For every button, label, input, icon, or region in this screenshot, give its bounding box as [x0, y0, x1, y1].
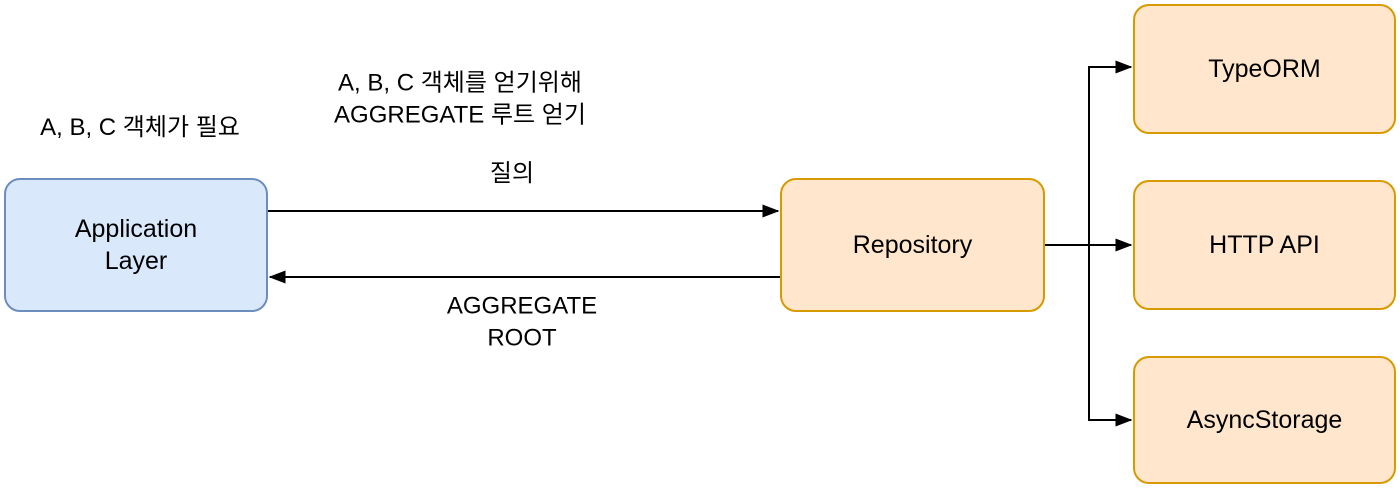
- label-need-objects: A, B, C 객체가 필요: [40, 113, 240, 141]
- node-repository: Repository: [780, 178, 1045, 312]
- label-aggregate-root: AGGREGATE ROOT: [446, 292, 598, 352]
- node-typeorm-label: TypeORM: [1208, 54, 1321, 83]
- node-typeorm: TypeORM: [1133, 4, 1396, 134]
- label-query: 질의: [489, 159, 535, 187]
- node-application-layer-label: Application Layer: [74, 214, 198, 276]
- node-application-layer: Application Layer: [4, 178, 268, 312]
- label-get-aggregate-root: A, B, C 객체를 얻기위해 AGGREGATE 루트 얻기: [334, 69, 586, 129]
- node-asyncstorage: AsyncStorage: [1133, 356, 1396, 484]
- node-repository-label: Repository: [852, 230, 973, 259]
- node-http-api: HTTP API: [1133, 180, 1396, 310]
- node-http-api-label: HTTP API: [1209, 230, 1320, 259]
- node-asyncstorage-label: AsyncStorage: [1186, 405, 1343, 434]
